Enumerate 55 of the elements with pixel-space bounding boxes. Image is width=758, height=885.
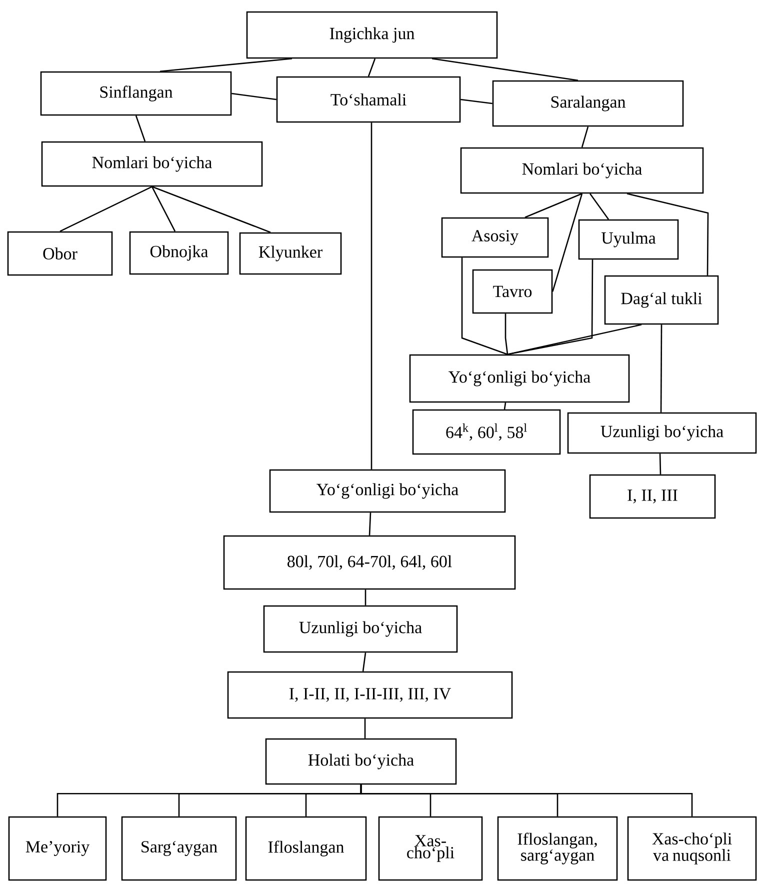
connector-line <box>524 193 582 218</box>
connector-line <box>581 126 589 148</box>
connector-line <box>460 98 492 104</box>
connector-line <box>660 324 662 412</box>
connector-line <box>151 186 176 232</box>
category-box: Nomlari bo‘yicha <box>460 147 704 194</box>
connector-line <box>362 652 366 672</box>
category-box: Obnojka <box>129 231 229 275</box>
connector-line <box>432 58 578 81</box>
connector-line <box>589 193 610 220</box>
connector-line <box>552 193 583 292</box>
category-box: Ifloslangan, sarg‘aygan <box>497 816 618 881</box>
connector-line <box>360 784 693 816</box>
connector-line <box>368 512 372 536</box>
category-box: Ingichka jun <box>246 11 498 59</box>
category-box: Yo‘g‘onligi bo‘yicha <box>269 469 506 513</box>
connector-line <box>504 402 506 410</box>
connector-line <box>507 324 642 355</box>
category-box: Ifloslangan <box>245 816 367 881</box>
category-box: Asosiy <box>441 217 549 258</box>
category-box: Sinflangan <box>40 71 232 116</box>
category-box: Obor <box>7 231 113 276</box>
category-box: Saralangan <box>492 80 684 127</box>
connector-line <box>626 193 709 276</box>
category-box: Xas-cho‘pli va nuqsonli <box>627 816 757 881</box>
category-box: Sarg‘aygan <box>121 816 237 881</box>
connector-line <box>659 454 662 474</box>
category-box: Nomlari bo‘yicha <box>41 141 263 187</box>
connector-line <box>507 260 594 355</box>
category-box: Dag‘al tukli <box>604 275 719 325</box>
category-box: Uzunligi bo‘yicha <box>567 412 757 454</box>
category-box: Uzunligi bo‘yicha <box>263 605 458 653</box>
connector-line <box>60 186 152 232</box>
category-box: Klyunker <box>239 232 342 275</box>
connector-line <box>152 186 271 233</box>
category-box: 64$^{k}$, 60$^{l}$, 58$^{l}$ <box>412 409 561 455</box>
connector-line <box>370 122 372 470</box>
category-box: Xas-cho‘pli <box>378 816 483 881</box>
category-box: 80l, 70l, 64-70l, 64l, 60l <box>223 535 516 590</box>
category-box: Uyulma <box>578 219 679 260</box>
category-box: To‘shamali <box>276 76 461 123</box>
category-box: Me’yoriy <box>8 816 107 881</box>
connector-line <box>461 258 508 355</box>
connector-line <box>135 115 146 142</box>
category-box: I, II, III <box>589 474 716 519</box>
category-box: Yo‘g‘onligi bo‘yicha <box>409 354 630 403</box>
connector-line <box>232 92 276 100</box>
category-box: I, I-II, II, I-II-III, III, IV <box>227 671 513 719</box>
connector-line <box>160 58 292 72</box>
connector-line <box>504 314 508 354</box>
category-box: Holati bo‘yicha <box>265 738 457 785</box>
category-box: Tavro <box>472 269 553 314</box>
connector-line <box>368 58 376 77</box>
connector-line <box>364 718 366 738</box>
connector-line <box>364 590 366 606</box>
